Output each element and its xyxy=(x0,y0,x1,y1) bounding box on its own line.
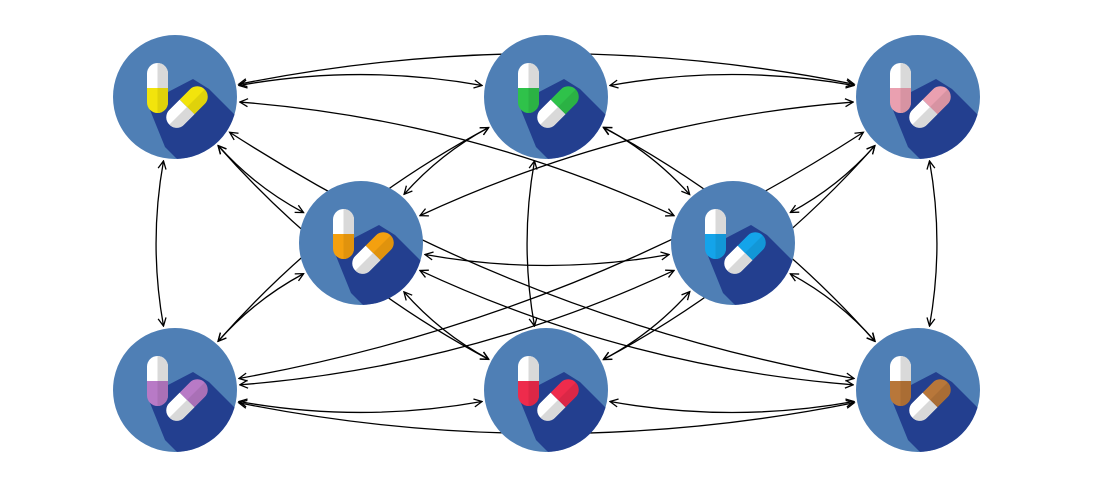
interaction-arrow xyxy=(404,128,489,195)
pill-green-node[interactable] xyxy=(484,35,636,197)
interaction-arrow xyxy=(790,146,875,213)
interaction-arrow xyxy=(404,292,489,359)
interaction-arrow xyxy=(610,402,854,414)
interaction-arrow xyxy=(790,274,875,341)
pill-purple-node[interactable] xyxy=(113,328,265,490)
nodes xyxy=(113,35,1008,490)
pill-red-node[interactable] xyxy=(484,328,636,490)
pill-yellow-node[interactable] xyxy=(113,35,265,197)
interaction-arrow xyxy=(155,161,163,326)
interaction-arrow xyxy=(604,127,690,194)
interaction-arrow xyxy=(526,161,534,326)
interaction-arrow xyxy=(218,274,304,342)
capsule-icon xyxy=(890,356,956,426)
interaction-arrow xyxy=(425,255,669,267)
interaction-arrow xyxy=(218,146,303,213)
capsule-icon xyxy=(333,209,399,279)
capsule-icon xyxy=(890,63,956,133)
interaction-arrow xyxy=(239,402,482,414)
pill-brown-node[interactable] xyxy=(856,328,1008,490)
capsule-icon xyxy=(518,356,584,426)
interaction-arrow xyxy=(239,73,482,86)
interaction-arrow xyxy=(930,161,938,326)
capsule-icon xyxy=(147,63,213,133)
capsule-icon xyxy=(147,356,213,426)
pill-orange-node[interactable] xyxy=(299,181,451,343)
interaction-arrow xyxy=(610,73,854,86)
capsule-icon xyxy=(518,63,584,133)
pill-blue-node[interactable] xyxy=(671,181,823,343)
interaction-arrow xyxy=(603,292,689,360)
pill-pink-node[interactable] xyxy=(856,35,1008,197)
capsule-icon xyxy=(705,209,771,279)
